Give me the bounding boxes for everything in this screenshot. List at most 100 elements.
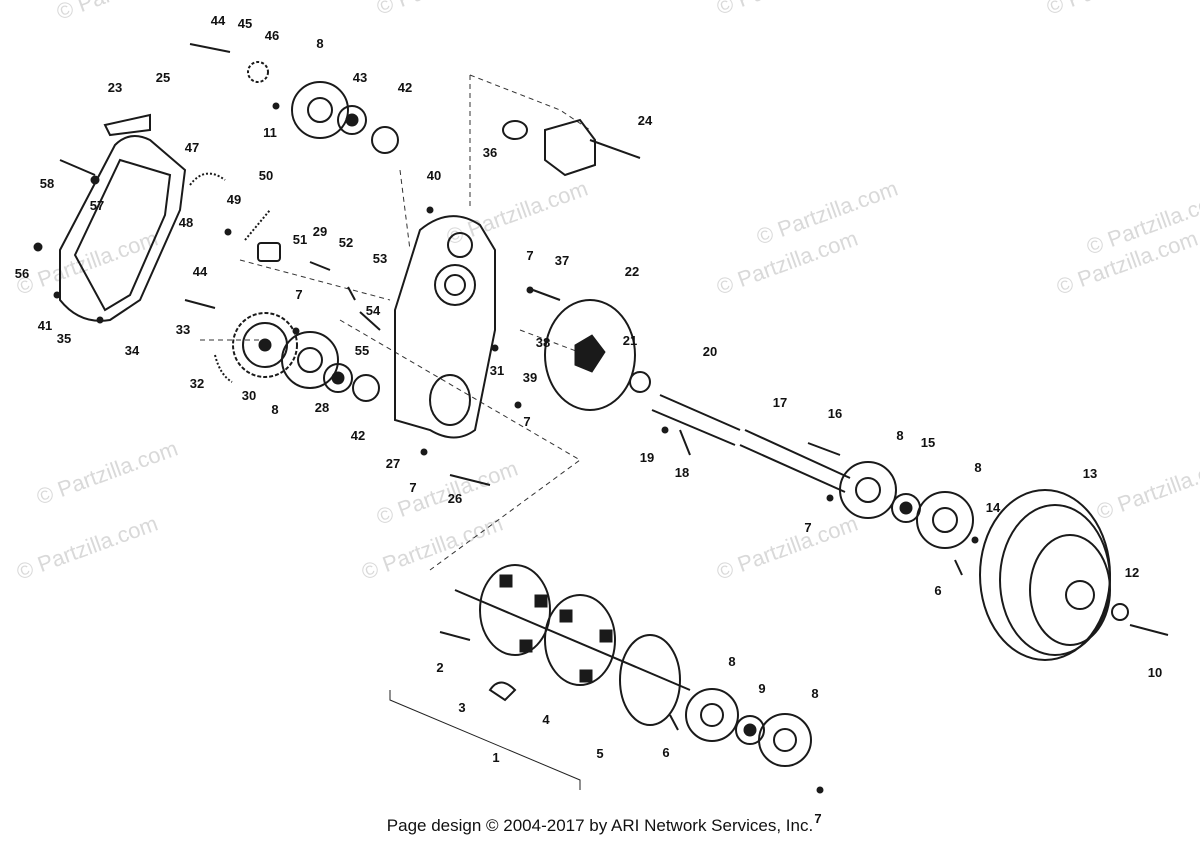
copyright-footer: Page design © 2004-2017 by ARI Network S… <box>386 816 814 835</box>
callout-label: 33 <box>176 322 190 337</box>
callout-label: 6 <box>934 583 941 598</box>
tension-block <box>257 242 281 262</box>
pin <box>439 631 471 641</box>
callout-label: 16 <box>828 406 842 421</box>
chain-case-cover <box>59 135 187 322</box>
callout-label: 18 <box>675 465 689 480</box>
callout-label: 56 <box>15 266 29 281</box>
callout-label: 10 <box>1148 665 1162 680</box>
callout-label: 7 <box>804 520 811 535</box>
callout-label: 19 <box>640 450 654 465</box>
chain-case-housing <box>394 215 496 439</box>
callout-label: 31 <box>490 363 504 378</box>
callout-label: 3 <box>458 700 465 715</box>
callout-label: 23 <box>108 80 122 95</box>
callout-label: 57 <box>90 198 104 213</box>
watermark-text: © Partzilla.com <box>53 0 201 25</box>
fasteners <box>33 43 979 794</box>
watermark-text: © Partzilla.com <box>1093 451 1200 525</box>
chain-segment <box>189 172 226 186</box>
callout-label: 37 <box>555 253 569 268</box>
callout-label: 7 <box>409 480 416 495</box>
callout-label: 7 <box>523 414 530 429</box>
callout-label: 55 <box>355 343 369 358</box>
callout-label: 8 <box>974 460 981 475</box>
callout-label: 52 <box>339 235 353 250</box>
callout-label: 35 <box>57 331 71 346</box>
watermark-text: © Partzilla.com <box>1043 0 1191 20</box>
callout-label: 25 <box>156 70 170 85</box>
callout-label: 41 <box>38 318 52 333</box>
callout-label: 17 <box>773 395 787 410</box>
watermark-text: © Partzilla.com <box>713 511 861 585</box>
retaining-ring <box>371 126 399 154</box>
callout-label: 45 <box>238 16 252 31</box>
callout-label: 11 <box>263 125 277 140</box>
callout-label: 30 <box>242 388 256 403</box>
callout-label: 15 <box>921 435 935 450</box>
callout-label: 21 <box>623 333 637 348</box>
hub <box>629 371 651 393</box>
chain-segment <box>214 354 233 383</box>
watermark-text: © Partzilla.com <box>33 436 181 510</box>
callout-label: 1 <box>492 750 499 765</box>
callout-label: 22 <box>625 264 639 279</box>
drive-plate <box>544 299 636 411</box>
callout-label: 44 <box>193 264 208 279</box>
callout-label: 26 <box>448 491 462 506</box>
callout-label: 14 <box>986 500 1001 515</box>
callout-label: 54 <box>366 303 381 318</box>
callout-label: 53 <box>373 251 387 266</box>
clutch-assembly <box>502 118 641 177</box>
assembly-bracket <box>389 690 581 790</box>
seal <box>488 681 517 702</box>
bolt <box>1129 624 1169 636</box>
spring <box>244 209 271 241</box>
bearings <box>323 105 921 745</box>
callout-label: 4 <box>542 712 550 727</box>
watermark-layer: © Partzilla.com © Partzilla.com © Partzill… <box>13 0 1200 585</box>
callout-label: 32 <box>190 376 204 391</box>
callout-label: 51 <box>293 232 307 247</box>
callout-label: 9 <box>758 681 765 696</box>
callout-label: 2 <box>436 660 443 675</box>
callout-label: 27 <box>386 456 400 471</box>
bearing-flanges <box>281 81 974 767</box>
track-drive-assembly <box>454 564 691 726</box>
large-sprocket <box>232 312 298 378</box>
washer <box>1111 603 1129 621</box>
callout-label: 8 <box>316 36 323 51</box>
retaining-ring <box>352 374 380 402</box>
callout-label: 24 <box>638 113 653 128</box>
callout-label: 8 <box>811 686 818 701</box>
callout-label: 29 <box>313 224 327 239</box>
callout-label: 8 <box>728 654 735 669</box>
callout-label: 39 <box>523 370 537 385</box>
callout-label: 5 <box>596 746 603 761</box>
bracket <box>103 113 151 137</box>
key <box>807 442 841 456</box>
callout-label: 42 <box>351 428 365 443</box>
assembly-guide-lines <box>200 74 601 571</box>
callout-label: 42 <box>398 80 412 95</box>
callout-label: 7 <box>526 248 533 263</box>
callout-label: 58 <box>40 176 54 191</box>
callout-label: 12 <box>1125 565 1139 580</box>
callout-label: 8 <box>896 428 903 443</box>
callout-label: 13 <box>1083 466 1097 481</box>
callout-label: 40 <box>427 168 441 183</box>
drive-pulley <box>979 489 1111 661</box>
callout-label: 44 <box>211 13 226 28</box>
watermark-text: © Partzilla.com <box>373 0 521 20</box>
axle <box>651 394 851 493</box>
watermark-text: © Partzilla.com <box>13 226 161 300</box>
callout-label: 7 <box>295 287 302 302</box>
watermark-text: © Partzilla.com <box>713 0 861 20</box>
callout-label: 34 <box>125 343 140 358</box>
callout-label: 38 <box>536 335 550 350</box>
callout-label: 20 <box>703 344 717 359</box>
callout-label: 8 <box>271 402 278 417</box>
callout-label: 43 <box>353 70 367 85</box>
